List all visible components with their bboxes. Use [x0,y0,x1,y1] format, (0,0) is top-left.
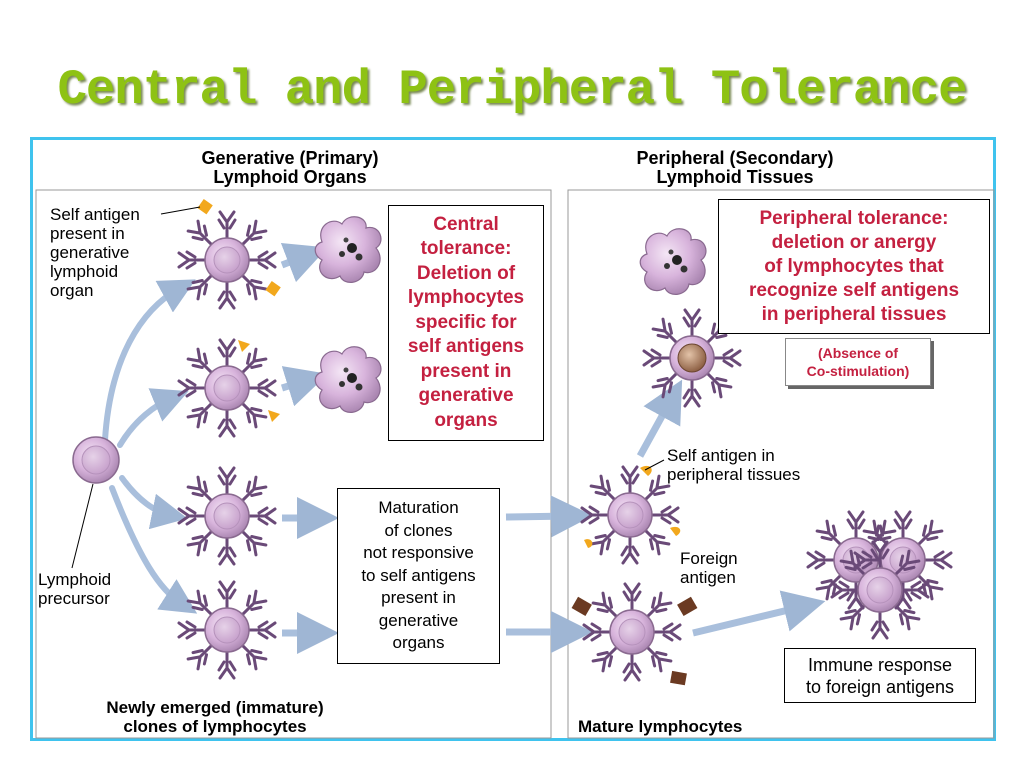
box-line: organs [392,633,445,653]
box-line: deletion or anergy [771,231,937,253]
box-line: generative [418,385,514,407]
box-line: not responsive [363,543,474,563]
box-line: to foreign antigens [805,676,955,697]
box-line: (Absence of [817,345,899,361]
central-tolerance-text: Central tolerance: Deletion of lymphocyt… [408,213,524,434]
label-line: Self antigen in [667,446,775,465]
label-line: antigen [680,568,736,587]
costimulation-text: (Absence of Co-stimulation) [807,344,910,380]
box-line: of lymphocytes that [764,255,944,277]
peripheral-tolerance-text: Peripheral tolerance: deletion or anergy… [749,207,959,327]
box-line: of clones [384,520,453,540]
box-line: in peripheral tissues [761,303,947,325]
immune-response-text: Immune response to foreign antigens [806,654,954,698]
central-tolerance-box: Central tolerance: Deletion of lymphocyt… [388,205,544,441]
costimulation-badge: (Absence of Co-stimulation) [785,338,931,386]
box-line: tolerance: [420,238,512,260]
box-line: generative [378,610,459,630]
footer-line: clones of lymphocytes [123,717,307,736]
label-line: Self antigen [50,205,140,224]
box-line: organs [434,409,498,431]
box-line: present in [381,588,456,608]
left-footer-caption: Newly emerged (immature) clones of lymph… [70,698,360,736]
box-line: lymphocytes [407,287,525,309]
left-panel-header: Generative (Primary) Lymphoid Organs [150,149,430,187]
label-line: present in [50,224,125,243]
label-line: peripheral tissues [667,465,801,484]
box-line: recognize self antigens [748,279,960,301]
footer-line: Newly emerged (immature) [106,698,324,717]
label-line: Lymphoid [38,570,112,589]
box-line: self antigens [407,336,525,358]
box-line: Co-stimulation) [806,363,910,379]
self-antigen-generative-label: Self antigen present in generative lymph… [50,205,140,300]
self-antigen-peripheral-label: Self antigen in peripheral tissues [667,446,800,484]
peripheral-tolerance-box: Peripheral tolerance: deletion or anergy… [718,199,990,334]
box-line: Deletion of [416,262,516,284]
label-line: generative [50,243,130,262]
right-header-line-2: Lymphoid Tissues [656,167,814,187]
box-line: Central [433,213,499,235]
box-line: specific for [415,311,517,333]
immune-response-box: Immune response to foreign antigens [784,648,976,703]
box-line: to self antigens [361,565,476,585]
box-line: Peripheral tolerance: [759,207,949,229]
maturation-text: Maturation of clones not responsive to s… [361,497,475,655]
lymphoid-precursor-label: Lymphoid precursor [38,570,111,608]
right-panel-header: Peripheral (Secondary) Lymphoid Tissues [600,149,870,187]
label-line: precursor [38,589,110,608]
slide-title: Central and Peripheral Tolerance [57,62,968,118]
right-footer-caption: Mature lymphocytes [578,717,743,736]
maturation-box: Maturation of clones not responsive to s… [337,488,500,664]
label-line: Foreign [680,549,738,568]
left-header-line-1: Generative (Primary) [201,148,379,168]
label-line: lymphoid [50,262,119,281]
label-line: organ [50,281,94,300]
box-line: Immune response [807,654,953,675]
box-line: present in [420,360,512,382]
left-header-line-2: Lymphoid Organs [213,167,367,187]
foreign-antigen-label: Foreign antigen [680,549,738,587]
box-line: Maturation [378,497,459,517]
right-header-line-1: Peripheral (Secondary) [636,148,834,168]
